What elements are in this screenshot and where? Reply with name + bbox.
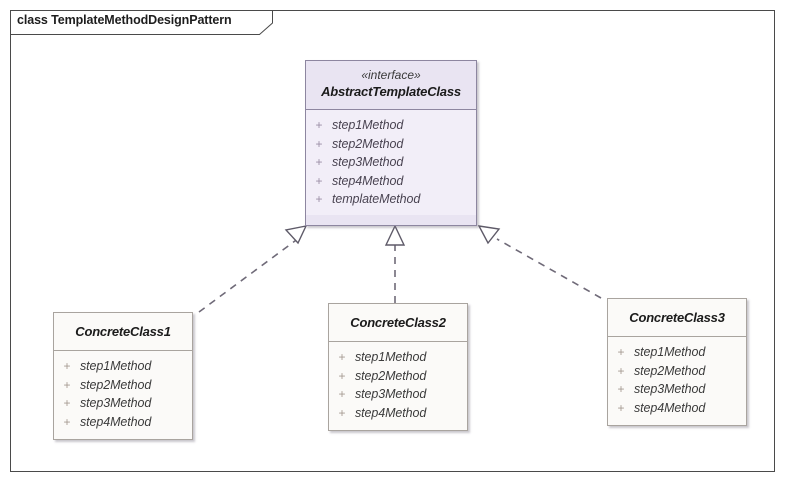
member-row: + templateMethod [306,190,476,209]
member-name: step2Method [332,136,404,151]
member-name: step3Method [634,382,706,396]
class-header-concrete1: ConcreteClass1 [54,313,192,351]
class-name-label: ConcreteClass3 [629,310,725,325]
visibility-marker: + [338,387,346,401]
member-row: + step2Method [306,135,476,154]
visibility-marker: + [315,136,323,151]
member-name: step4Method [355,405,427,420]
visibility-marker: + [315,118,323,132]
member-name: step4Method [634,400,706,415]
member-name: step1Method [634,345,706,359]
class-box-abstract-template-class[interactable]: «interface» AbstractTemplateClass + step… [305,60,477,226]
class-name-label: AbstractTemplateClass [321,84,461,99]
visibility-marker: + [315,173,323,188]
class-members-concrete3: + step1Method + step2Method + step3Metho… [608,337,746,423]
frame-label: class TemplateMethodDesignPattern [17,13,232,27]
member-row: + step1Method [54,357,192,376]
visibility-marker: + [315,155,323,169]
visibility-marker: + [617,363,625,378]
class-members-abstract: + step1Method + step2Method + step3Metho… [306,110,476,215]
member-row: + step4Method [608,399,746,418]
class-name-label: ConcreteClass1 [75,324,171,339]
visibility-marker: + [617,400,625,415]
class-header-concrete3: ConcreteClass3 [608,299,746,337]
class-header-abstract: «interface» AbstractTemplateClass [306,61,476,110]
member-name: step3Method [332,155,404,169]
member-row: + step3Method [54,394,192,413]
class-members-concrete1: + step1Method + step2Method + step3Metho… [54,351,192,437]
visibility-marker: + [63,396,71,410]
member-name: step1Method [355,350,427,364]
member-name: step3Method [80,396,152,410]
stereotype-label: «interface» [361,68,421,82]
member-row: + step1Method [329,348,467,367]
member-name: step4Method [80,414,152,429]
member-row: + step4Method [54,413,192,432]
member-row: + step2Method [54,376,192,395]
visibility-marker: + [338,405,346,420]
visibility-marker: + [63,359,71,373]
member-name: step4Method [332,173,404,188]
member-row: + step4Method [306,172,476,191]
visibility-marker: + [63,414,71,429]
member-name: step3Method [355,387,427,401]
member-name: step1Method [80,359,152,373]
member-row: + step4Method [329,404,467,423]
member-row: + step3Method [608,380,746,399]
class-box-concrete-class-2[interactable]: ConcreteClass2 + step1Method + step2Meth… [328,303,468,431]
class-box-concrete-class-3[interactable]: ConcreteClass3 + step1Method + step2Meth… [607,298,747,426]
member-name: step1Method [332,118,404,132]
member-name: templateMethod [332,192,421,206]
member-row: + step2Method [608,362,746,381]
member-row: + step1Method [608,343,746,362]
class-name-label: ConcreteClass2 [350,315,446,330]
visibility-marker: + [617,382,625,396]
visibility-marker: + [338,350,346,364]
member-name: step2Method [80,377,152,392]
class-header-concrete2: ConcreteClass2 [329,304,467,342]
member-row: + step2Method [329,367,467,386]
visibility-marker: + [63,377,71,392]
member-row: + step3Method [329,385,467,404]
member-name: step2Method [355,368,427,383]
visibility-marker: + [617,345,625,359]
member-row: + step3Method [306,153,476,172]
member-name: step2Method [634,363,706,378]
visibility-marker: + [338,368,346,383]
member-row: + step1Method [306,116,476,135]
class-box-concrete-class-1[interactable]: ConcreteClass1 + step1Method + step2Meth… [53,312,193,440]
class-members-concrete2: + step1Method + step2Method + step3Metho… [329,342,467,428]
visibility-marker: + [315,192,323,206]
